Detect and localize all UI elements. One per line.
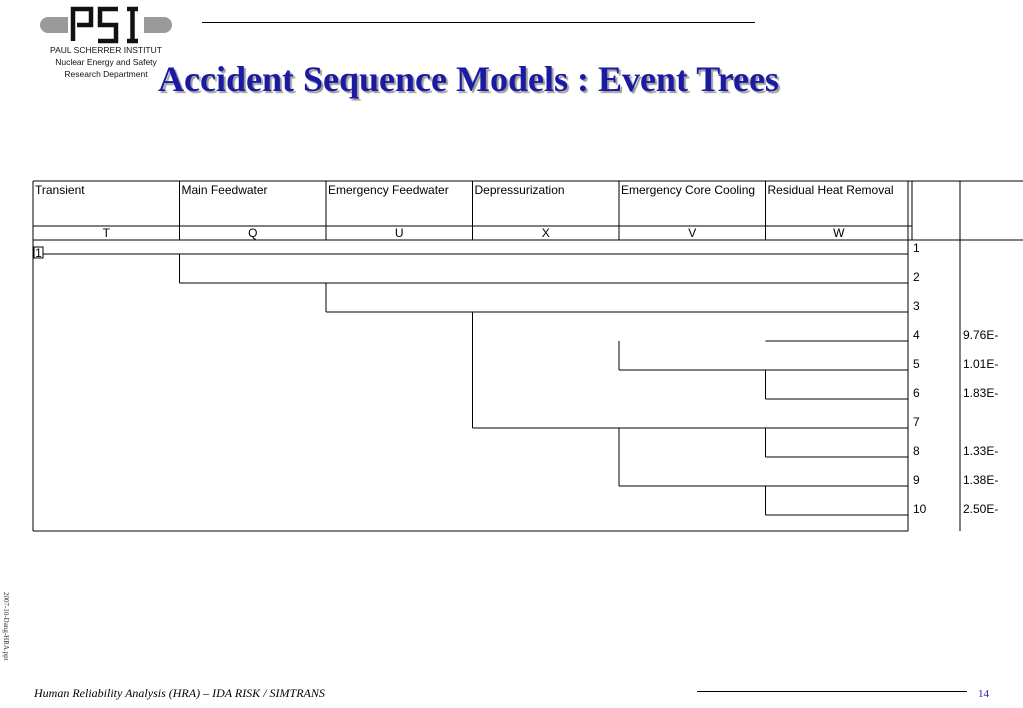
sequence-number: 5 bbox=[913, 357, 920, 371]
sequence-frequency: 1.38E- bbox=[963, 473, 998, 487]
sequence-number: 1 bbox=[913, 241, 920, 255]
heading-code: Q bbox=[248, 226, 257, 240]
heading-name: Emergency Feedwater bbox=[328, 183, 449, 197]
heading-name: Residual Heat Removal bbox=[768, 183, 894, 197]
institute-line-3: Research Department bbox=[64, 69, 148, 79]
footer-text: Human Reliability Analysis (HRA) – IDA R… bbox=[34, 686, 325, 700]
header-rule bbox=[202, 22, 755, 23]
sequence-number: 4 bbox=[913, 328, 920, 342]
sequence-frequency: 1.83E- bbox=[963, 386, 998, 400]
heading-name: Transient bbox=[35, 183, 85, 197]
heading-code: U bbox=[395, 226, 404, 240]
page-title: Accident Sequence Models : Event Trees bbox=[158, 59, 779, 99]
sequence-number: 8 bbox=[913, 444, 920, 458]
sequence-number: 3 bbox=[913, 299, 920, 313]
sequence-frequency: 1.33E- bbox=[963, 444, 998, 458]
institute-line-1: PAUL SCHERRER INSTITUT bbox=[50, 45, 162, 55]
page-number: 14 bbox=[978, 688, 989, 700]
heading-code: T bbox=[103, 226, 111, 240]
heading-code: X bbox=[542, 226, 550, 240]
sequence-frequency: 9.76E- bbox=[963, 328, 998, 342]
heading-code: W bbox=[833, 226, 845, 240]
psi-logo bbox=[40, 6, 172, 44]
sequence-number: 9 bbox=[913, 473, 920, 487]
file-name-label: 2007-10-Dang-HRA.ppt bbox=[2, 592, 10, 661]
sequence-number: 7 bbox=[913, 415, 920, 429]
sequence-number: 10 bbox=[913, 502, 927, 516]
sequence-number: 2 bbox=[913, 270, 920, 284]
heading-name: Depressurization bbox=[475, 183, 565, 197]
heading-name: Main Feedwater bbox=[182, 183, 268, 197]
sequence-number: 6 bbox=[913, 386, 920, 400]
initiator-box bbox=[33, 246, 44, 259]
heading-code: V bbox=[688, 226, 696, 240]
sequence-frequency: 2.50E- bbox=[963, 502, 998, 516]
institute-line-2: Nuclear Energy and Safety bbox=[55, 57, 157, 67]
footer-rule bbox=[697, 691, 967, 692]
heading-name: Emergency Core Cooling bbox=[621, 183, 755, 197]
sequence-frequency: 1.01E- bbox=[963, 357, 998, 371]
initiator-label: 1 bbox=[35, 246, 42, 260]
